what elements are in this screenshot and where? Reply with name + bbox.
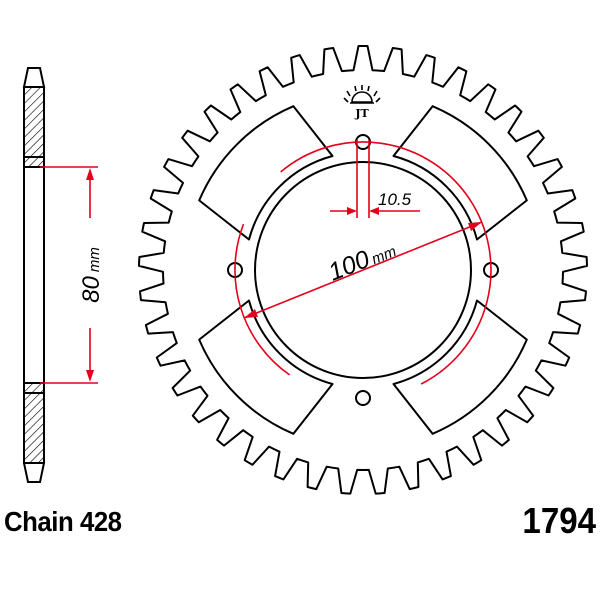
side-width-arrow-bottom [86,370,94,382]
bolt-hole-label: 10.5 [378,190,412,209]
sun-logo-disc [351,91,373,103]
bolt-hole-arrow-left [347,207,357,215]
bolt-hole [355,390,371,406]
lightening-windows [198,105,528,435]
part-number: 1794 [522,500,596,541]
side-profile-bottom-tip [22,462,46,483]
lightening-window [198,299,334,435]
sprocket-outline [138,44,588,495]
center-bore [254,161,472,379]
side-profile-view [22,67,46,483]
bolt-circle-arrow-left [244,309,258,318]
bolt-hole-arrow-right [369,207,379,215]
side-width-dimension [40,166,98,384]
lightening-window [198,105,334,241]
bolt-circle-value: 100 [324,245,373,287]
side-width-label: 80 mm [78,247,105,303]
side-profile-top-tip [22,67,46,88]
side-width-unit: mm [86,247,103,272]
bolt-circle-diameter-line [243,221,483,319]
sun-logo-mark: JT [354,107,369,120]
lightening-window [392,299,528,435]
sun-logo-icon: JT [343,85,381,120]
side-profile-hub [23,166,45,384]
bolt-circle-group [234,141,492,385]
side-width-arrow-top [86,168,94,180]
bolt-circle-arrow-right [468,222,482,231]
chain-size-label: Chain 428 [4,506,122,537]
side-profile-hatch-top-ring [23,156,45,168]
sun-logo-rays [343,85,381,103]
bolt-circle-arc-left [234,223,291,376]
side-width-value: 80 [78,276,105,303]
sprocket-face [138,44,588,495]
side-profile-hatch-bottom-ring [23,382,45,394]
side-profile-hatch-top [23,86,45,158]
bolt-circle-label: 100mm [324,235,399,287]
bolt-circle-unit: mm [369,243,399,268]
bolt-hole-dimension [330,140,420,218]
lightening-window [392,105,528,241]
side-profile-hatch-bottom [23,392,45,464]
bolt-circle-arc-right [280,141,492,385]
